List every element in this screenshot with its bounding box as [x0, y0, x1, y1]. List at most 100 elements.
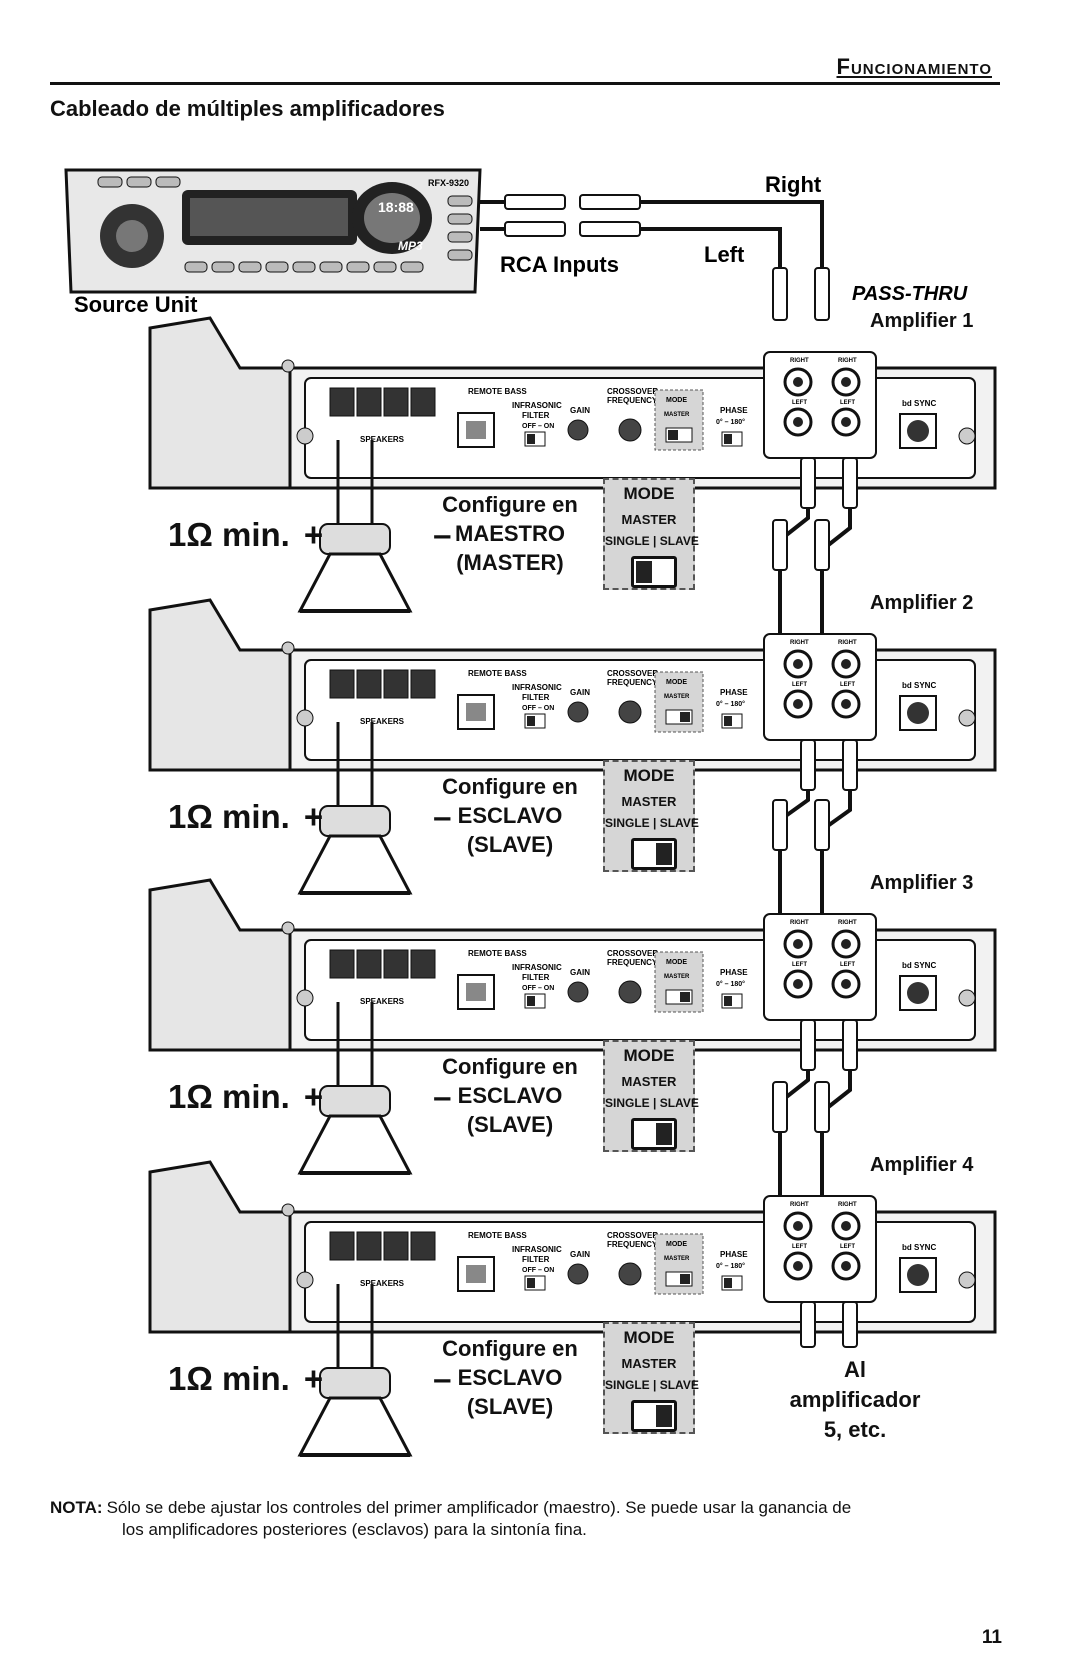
mode-title: MODE [623, 766, 675, 785]
mode-title: MODE [623, 1328, 675, 1347]
infrasonic-label: INFRASONIC [512, 963, 562, 972]
mode-switch-detail: MODE MASTER SINGLE | SLAVE [603, 1040, 699, 1152]
mode-single-slave: SINGLE | SLAVE [605, 534, 699, 548]
configure-text-3: (MASTER) [456, 550, 564, 575]
bd-sync-label: bd SYNC [902, 1243, 936, 1252]
source-mp3: MP3 [398, 239, 423, 253]
mode-toggle[interactable] [631, 1400, 677, 1432]
mode-master: MASTER [621, 512, 677, 527]
phase-label: PHASE [720, 406, 748, 415]
crossover-label: CROSSOVER [607, 1231, 658, 1240]
gain-label: GAIN [570, 688, 590, 697]
off-on-label: OFF – ON [522, 705, 554, 712]
note: NOTA:Sólo se debe ajustar los controles … [50, 1497, 1000, 1541]
gain-label: GAIN [570, 968, 590, 977]
note-label: NOTA: [50, 1498, 103, 1517]
mode-single-slave: SINGLE | SLAVE [605, 1096, 699, 1110]
rca-left-label-b: LEFT [840, 682, 855, 688]
phase-range-label: 0° – 180° [716, 418, 745, 426]
rca-left-label-a: LEFT [792, 962, 807, 968]
mode-title: MODE [623, 484, 675, 503]
source-unit: 18:88 RFX-9320 MP3 [64, 168, 482, 294]
mode-slave: SLAVE [659, 534, 699, 548]
mode-toggle[interactable] [631, 556, 677, 588]
mode-single-slave: SINGLE | SLAVE [605, 1378, 699, 1392]
configure-text-1: Configure en [442, 1054, 578, 1079]
source-model: RFX-9320 [428, 178, 469, 188]
rca-right-label-a: RIGHT [790, 358, 809, 364]
mode-toggle-knob [636, 561, 652, 583]
rca-inputs-label: RCA Inputs [500, 252, 619, 277]
bd-sync-label: bd SYNC [902, 681, 936, 690]
off-on-label: OFF – ON [522, 1267, 554, 1274]
impedance-label: 1Ω min.+– [168, 1360, 451, 1398]
page-header: Funcionamiento [50, 48, 1000, 85]
rca-right-label-b: RIGHT [838, 1202, 857, 1208]
mode-toggle-knob [656, 843, 672, 865]
rca-left-label-a: LEFT [792, 1244, 807, 1250]
configure-text-1: Configure en [442, 774, 578, 799]
mode-toggle[interactable] [631, 1118, 677, 1150]
ohm-text: 1Ω min. [168, 1078, 290, 1115]
ohm-text: 1Ω min. [168, 1360, 290, 1397]
infrasonic-label: INFRASONIC [512, 683, 562, 692]
phase-range-label: 0° – 180° [716, 980, 745, 988]
mode-single: SINGLE [605, 534, 650, 548]
rca-right-label-a: RIGHT [790, 1202, 809, 1208]
minus-sign: – [433, 1078, 452, 1115]
mode-slave: SLAVE [659, 1378, 699, 1392]
infrasonic-label: INFRASONIC [512, 1245, 562, 1254]
frequency-label: FREQUENCY [607, 678, 658, 687]
mode-master: MASTER [621, 794, 677, 809]
mode-slave: SLAVE [659, 816, 699, 830]
mode-toggle-knob [656, 1405, 672, 1427]
rca-left-label-a: LEFT [792, 682, 807, 688]
remote-bass-label: REMOTE BASS [468, 669, 527, 678]
configure-text-2: ESCLAVO [457, 1365, 563, 1390]
ohm-text: 1Ω min. [168, 798, 290, 835]
rca-right-label-b: RIGHT [838, 920, 857, 926]
mode-slave: SLAVE [659, 1096, 699, 1110]
frequency-label: FREQUENCY [607, 396, 658, 405]
panel-mode-label: MODE [666, 679, 687, 686]
mode-title: MODE [623, 1046, 675, 1065]
configure-text-1: Configure en [442, 492, 578, 517]
mode-toggle[interactable] [631, 838, 677, 870]
plus-sign: + [303, 1360, 324, 1397]
minus-sign: – [433, 516, 452, 553]
impedance-label: 1Ω min.+– [168, 1078, 451, 1116]
amplifier-label: Amplifier 4 [870, 1154, 974, 1176]
phase-label: PHASE [720, 688, 748, 697]
amplifier-label: Amplifier 1 [870, 310, 974, 332]
note-text-1: Sólo se debe ajustar los controles del p… [106, 1498, 852, 1517]
mode-single: SINGLE [605, 1378, 650, 1392]
panel-master-label: MASTER [664, 1256, 690, 1262]
panel-master-label: MASTER [664, 974, 690, 980]
frequency-label: FREQUENCY [607, 958, 658, 967]
crossover-label: CROSSOVER [607, 949, 658, 958]
header-section-title: Funcionamiento [836, 54, 992, 79]
impedance-label: 1Ω min.+– [168, 516, 451, 554]
off-on-label: OFF – ON [522, 423, 554, 430]
mode-master: MASTER [621, 1074, 677, 1089]
source-display: 18:88 [378, 199, 414, 215]
gain-label: GAIN [570, 1250, 590, 1259]
mode-single: SINGLE [605, 816, 650, 830]
panel-master-label: MASTER [664, 412, 690, 418]
section-title: Cableado de múltiples amplificadores [50, 96, 445, 121]
amplifier-label: Amplifier 2 [870, 592, 974, 614]
phase-range-label: 0° – 180° [716, 1262, 745, 1270]
mode-switch-detail: MODE MASTER SINGLE | SLAVE [603, 1322, 699, 1434]
next-amp-label-3: 5, etc. [823, 1417, 887, 1442]
mode-switch-detail: MODE MASTER SINGLE | SLAVE [603, 760, 699, 872]
rca-right-label-b: RIGHT [838, 640, 857, 646]
configure-text-2: MAESTRO [455, 521, 565, 546]
crossover-label: CROSSOVER [607, 669, 658, 678]
plus-sign: + [303, 798, 324, 835]
configure-text-2: ESCLAVO [457, 1083, 563, 1108]
off-on-label: OFF – ON [522, 985, 554, 992]
mode-single: SINGLE [605, 1096, 650, 1110]
speakers-label: SPEAKERS [360, 997, 405, 1006]
